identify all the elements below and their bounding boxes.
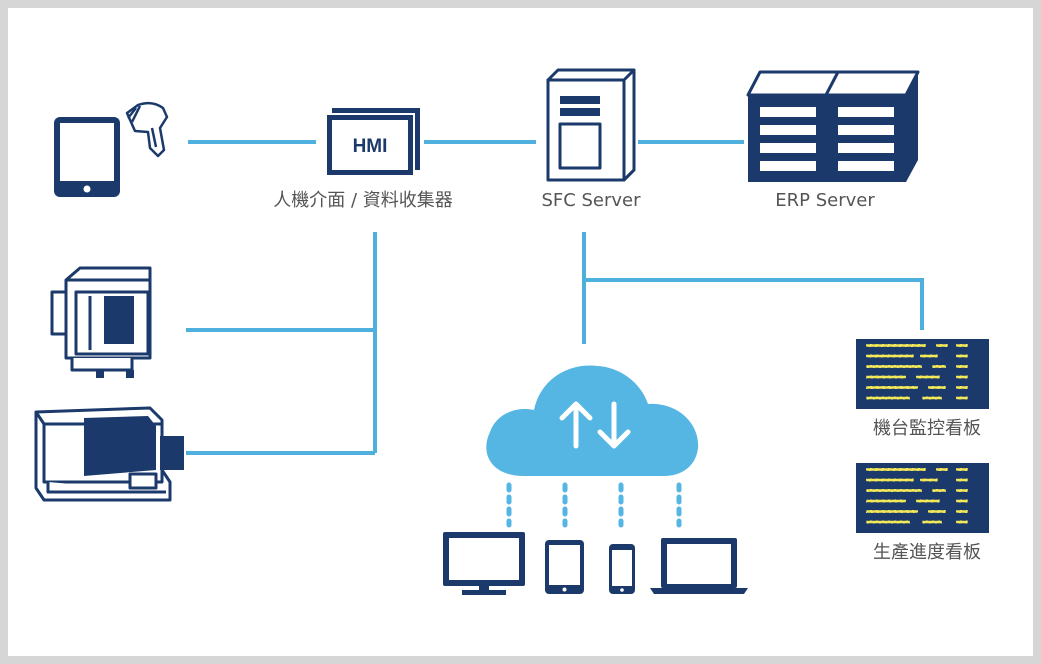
cnc-machine-icon [50, 266, 152, 378]
board-led-segment [955, 343, 969, 348]
board-led-segment [955, 364, 969, 369]
board-led-segment [955, 478, 969, 482]
tablet-icon [54, 117, 120, 197]
board-led-segment [955, 499, 969, 503]
board-led-segment [865, 354, 915, 358]
board-led-segment [919, 478, 939, 482]
cloud-sync-icon [486, 365, 699, 476]
sfc-server-icon [546, 68, 636, 182]
machine-board-label: 機台監控看板 [873, 418, 981, 439]
connector-lines [186, 140, 924, 455]
board-led-segment [927, 385, 947, 390]
board-led-segment [927, 509, 947, 514]
smartphone-icon [609, 544, 635, 594]
board-led-segment [865, 364, 923, 369]
laptop-icon [650, 538, 748, 594]
board-led-segment [865, 509, 919, 514]
board-led-segment [955, 488, 969, 493]
board-led-segment [955, 385, 969, 390]
board-led-segment [915, 375, 941, 379]
board-led-segment [865, 467, 927, 472]
board-led-segment [865, 499, 907, 503]
board-led-segment [865, 385, 919, 390]
board-led-segment [865, 520, 911, 524]
board-led-segment [931, 364, 947, 369]
sfc-server-label: SFC Server [541, 190, 641, 211]
tablet-device-icon [545, 540, 584, 594]
board-led-segment [915, 499, 941, 503]
machine-monitoring-board-icon [856, 339, 989, 409]
board-led-segment [955, 354, 969, 358]
board-led-segment [935, 343, 949, 348]
erp-server-label: ERP Server [775, 190, 875, 211]
board-led-segment [865, 375, 907, 379]
hmi-label: 人機介面 / 資料收集器 [273, 190, 453, 211]
board-led-segment [935, 467, 949, 472]
hmi-device-icon [325, 108, 420, 177]
board-led-segment [955, 467, 969, 472]
sfc-board-link [584, 278, 924, 330]
board-led-segment [921, 396, 943, 400]
board-led-segment [865, 488, 923, 493]
board-led-segment [921, 520, 943, 524]
cnc-machine-large-icon [34, 406, 184, 502]
board-led-segment [955, 520, 969, 524]
barcode-scanner-icon [125, 101, 169, 158]
board-led-segment [955, 509, 969, 514]
production-progress-board-icon [856, 463, 989, 533]
cloud-device-links [506, 482, 682, 528]
erp-server-icon [746, 70, 920, 182]
hmi-screen-label: HMI [353, 136, 388, 157]
board-led-segment [865, 478, 915, 482]
board-led-segment [955, 375, 969, 379]
board-led-segment [919, 354, 939, 358]
board-led-segment [931, 488, 947, 493]
desktop-monitor-icon [443, 532, 525, 595]
board-led-segment [955, 396, 969, 400]
board-led-segment [865, 396, 911, 400]
progress-board-label: 生產進度看板 [873, 542, 981, 563]
board-led-segment [865, 343, 927, 348]
